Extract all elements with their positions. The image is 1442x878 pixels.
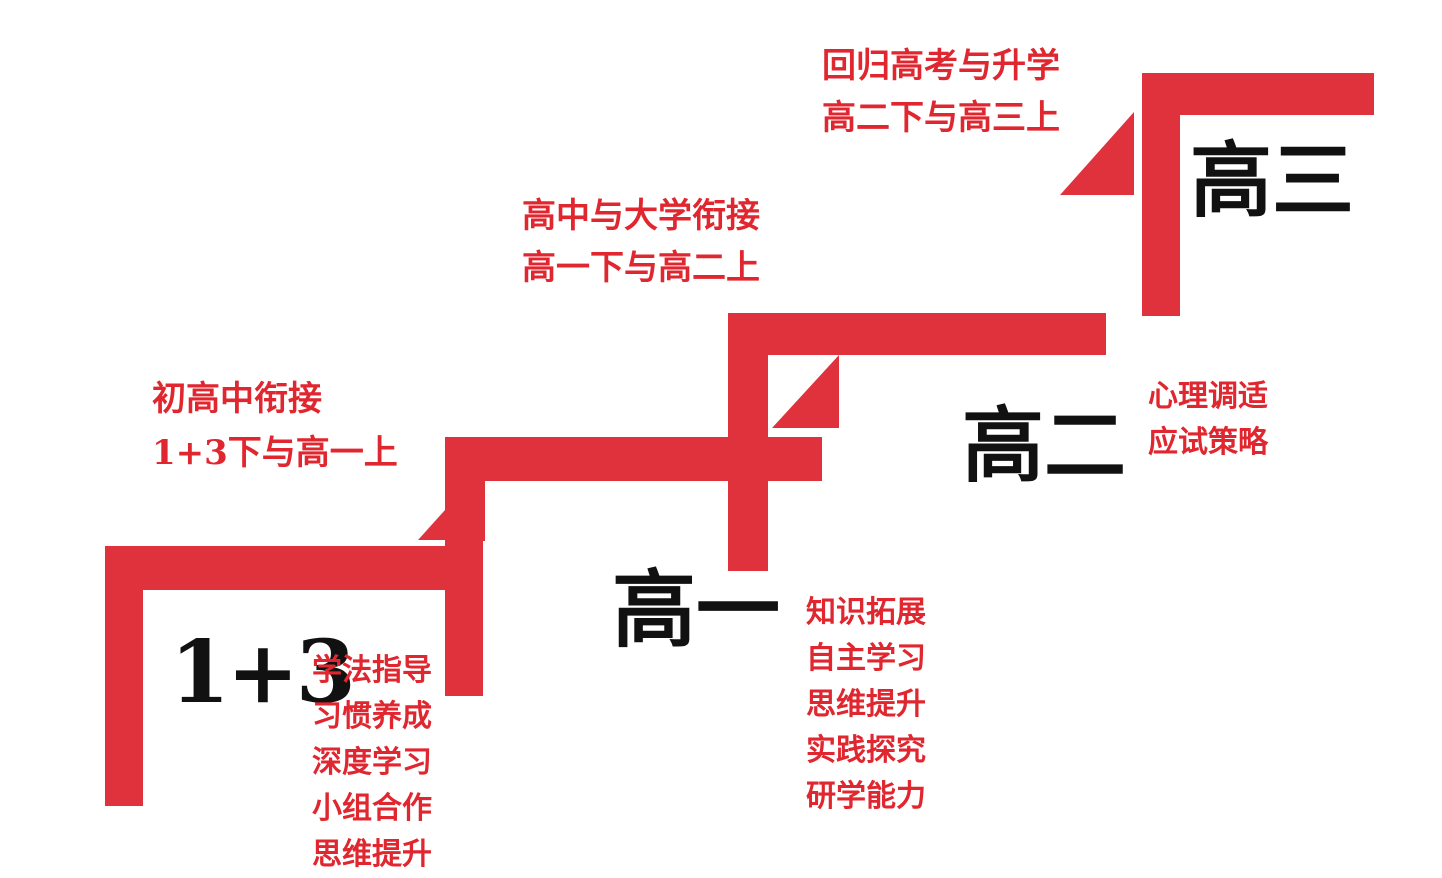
- note-item: 小组合作: [312, 791, 432, 826]
- step3-horizontal-bar: [728, 313, 1106, 355]
- note-item: 习惯养成: [312, 699, 432, 734]
- transition-line: 高一下与高二上: [522, 248, 760, 288]
- note-item: 知识拓展: [806, 595, 926, 630]
- step1-right-post: [445, 540, 483, 696]
- stage-label-grade2: 高二: [962, 398, 1127, 494]
- transition-line: 高二下与高三上: [822, 98, 1060, 138]
- transition-label-1: 初高中衔接 1+3下与高一上: [152, 372, 398, 480]
- transition-line: 初高中衔接: [152, 379, 322, 419]
- transition-label-3: 回归高考与升学 高二下与高三上: [822, 40, 1060, 144]
- step1-corner-triangle: [418, 510, 445, 540]
- step4-horizontal-bar: [1142, 73, 1374, 115]
- notes-1plus3: 学法指导 习惯养成 深度学习 小组合作 思维提升: [312, 648, 432, 878]
- step1-horizontal-bar: [105, 546, 480, 590]
- note-item: 实践探究: [806, 733, 926, 768]
- note-item: 思维提升: [806, 687, 926, 722]
- transition-label-2: 高中与大学衔接 高一下与高二上: [522, 190, 760, 294]
- stage-label-grade3: 高三: [1190, 133, 1355, 229]
- step2-right-post: [728, 437, 768, 571]
- step4-corner-triangle: [1060, 112, 1134, 195]
- stage-label-1plus3: 1+3: [170, 622, 356, 723]
- note-item: 心理调适: [1148, 379, 1268, 414]
- transition-line: 回归高考与升学: [822, 46, 1060, 86]
- note-item: 深度学习: [312, 745, 432, 780]
- note-item: 学法指导: [312, 653, 432, 688]
- notes-grade2: 心理调适 应试策略: [1148, 374, 1268, 466]
- step3-corner-triangle: [772, 355, 839, 428]
- note-item: 应试策略: [1148, 425, 1268, 460]
- transition-line: 高中与大学衔接: [522, 196, 760, 236]
- stage-label-grade1: 高一: [612, 560, 781, 659]
- notes-grade1: 知识拓展 自主学习 思维提升 实践探究 研学能力: [806, 590, 926, 820]
- transition-line: 1+3下与高一上: [152, 433, 398, 473]
- note-item: 研学能力: [806, 779, 926, 814]
- note-item: 思维提升: [312, 837, 432, 872]
- note-item: 自主学习: [806, 641, 926, 676]
